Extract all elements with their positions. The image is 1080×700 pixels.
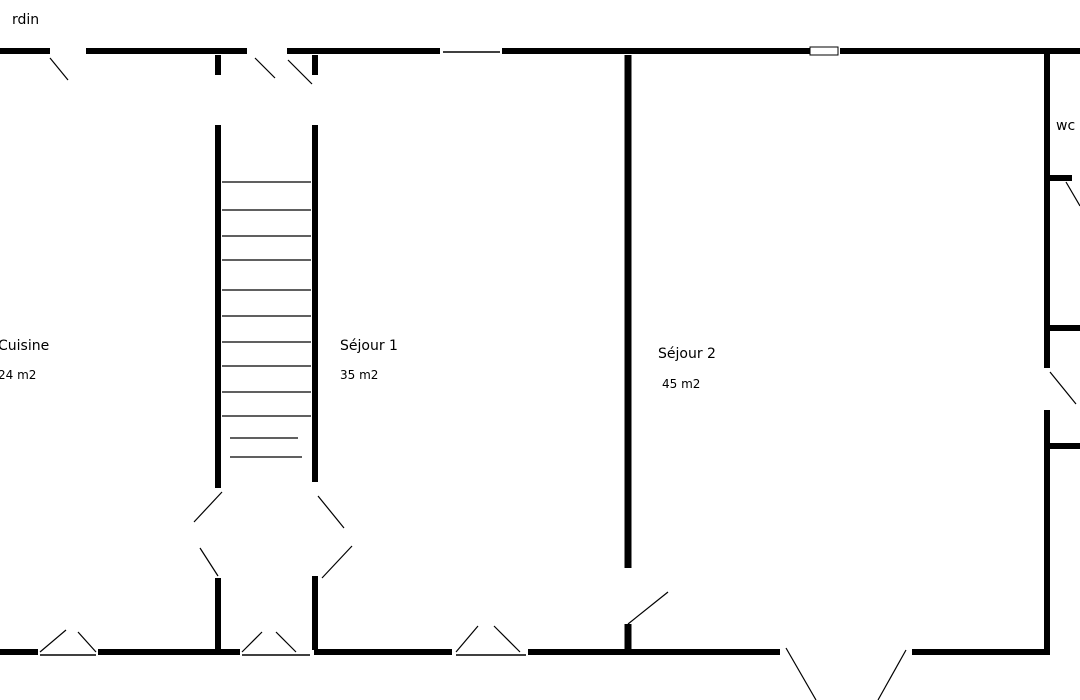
room-area-sejour1: 35 m2 <box>340 368 379 382</box>
door-swing <box>241 631 263 653</box>
window <box>809 46 839 56</box>
room-area-cuisine: 24 m2 <box>0 368 37 382</box>
door-swing <box>193 491 223 523</box>
door-swing <box>785 647 817 700</box>
door-swing <box>254 57 276 79</box>
room-name-sejour1: Séjour 1 <box>340 338 398 354</box>
door-swing <box>877 649 907 700</box>
interior-walls <box>215 51 1080 655</box>
room-name-wc: wc <box>1056 118 1076 134</box>
door-swing <box>627 591 669 625</box>
door-swing <box>1065 181 1080 207</box>
windows <box>40 46 839 656</box>
door-swing <box>39 629 67 653</box>
room-name-sejour2: Séjour 2 <box>658 346 716 362</box>
door-swing <box>455 625 479 653</box>
staircase <box>222 181 311 458</box>
door-swing <box>493 625 521 653</box>
door-swing <box>199 547 219 577</box>
room-name-cuisine: Cuisine <box>0 338 50 354</box>
outside-label: rdin <box>12 12 40 28</box>
door-swing <box>77 631 97 653</box>
exterior-walls <box>0 48 1080 655</box>
doors <box>39 57 1080 700</box>
room-area-sejour2: 45 m2 <box>662 377 701 391</box>
door-swing <box>287 59 313 85</box>
door-swing <box>321 545 353 579</box>
door-swing <box>317 495 345 529</box>
door-swing <box>1049 371 1077 405</box>
door-swing <box>49 57 69 81</box>
door-swing <box>275 631 297 653</box>
